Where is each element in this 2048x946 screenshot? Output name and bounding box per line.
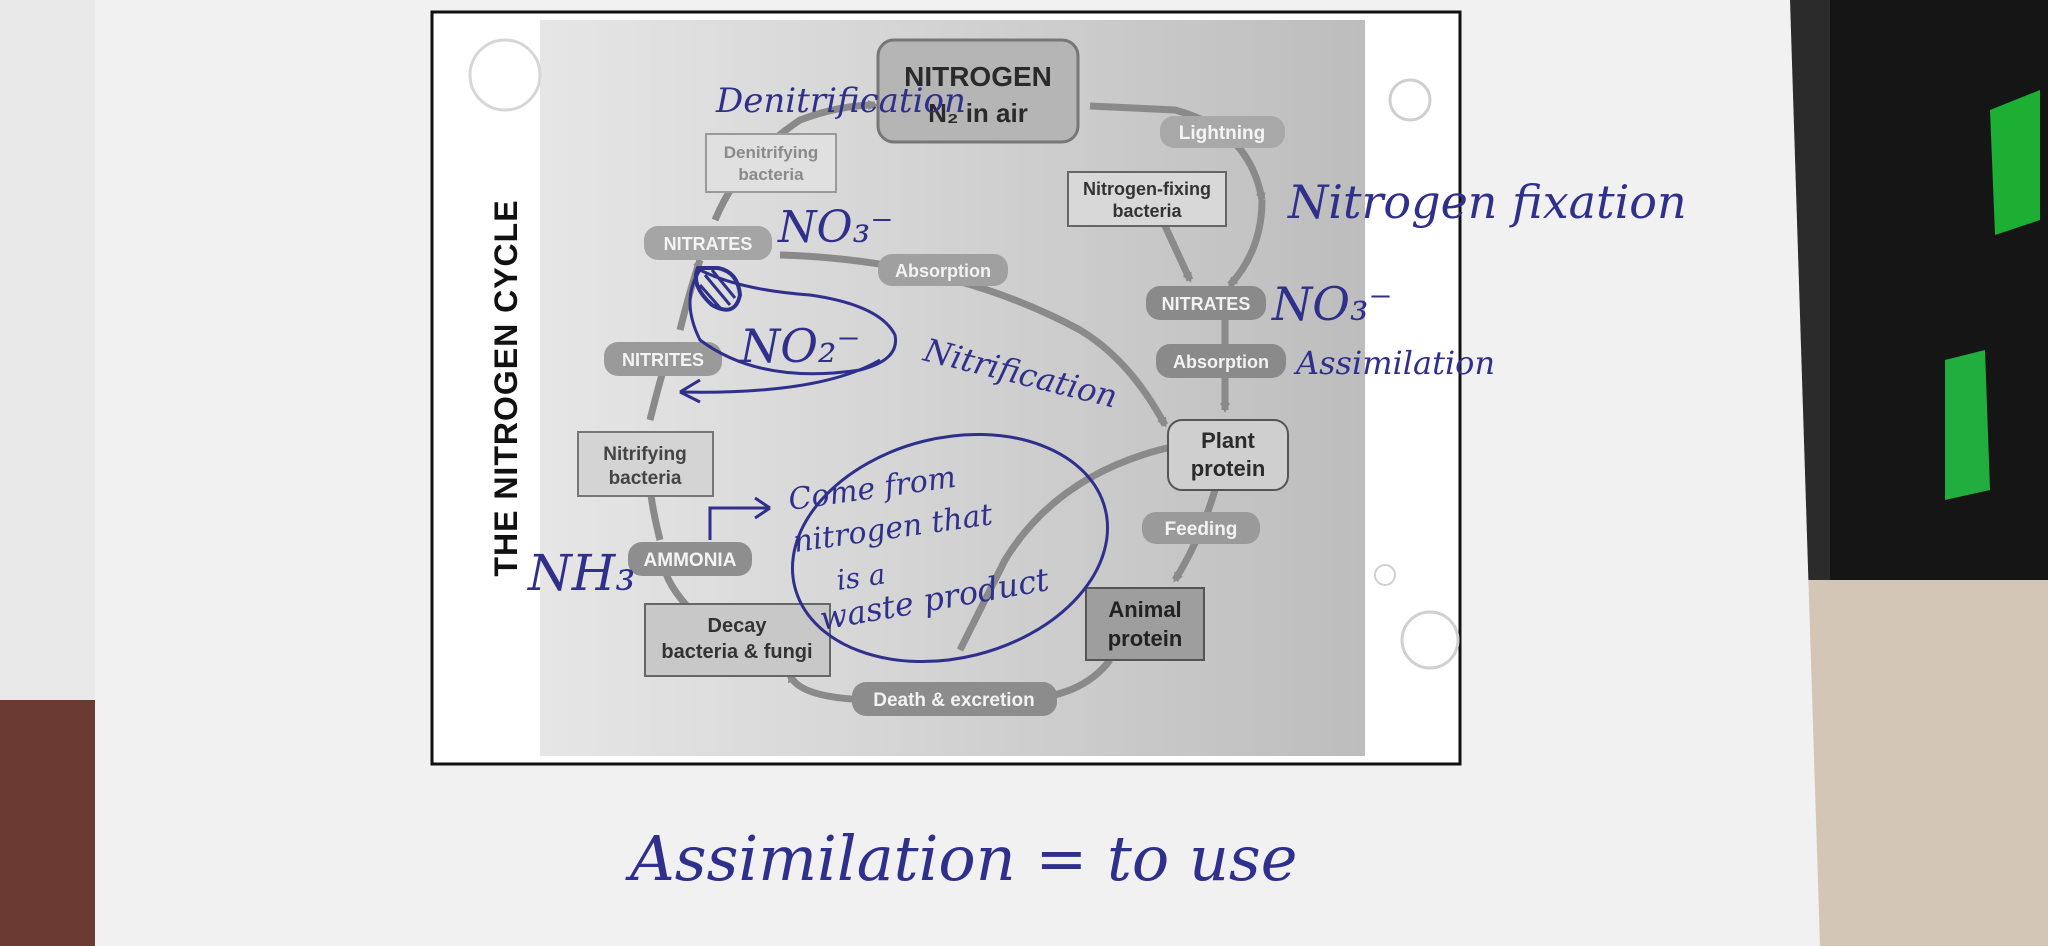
keyboard-dark	[1830, 0, 2048, 620]
note-denitrification: Denitrification	[715, 81, 966, 121]
decay-line1: Decay	[708, 615, 768, 637]
animal-protein-node: Animal protein	[1085, 587, 1205, 661]
nitrifying-line1: Nitrifying	[603, 444, 686, 465]
nitrifying-node: Nitrifying bacteria	[577, 431, 714, 497]
nitrates-left-node: NITRATES	[644, 226, 772, 260]
nitrites-label: NITRITES	[622, 350, 704, 370]
plant-protein-line2: protein	[1191, 456, 1266, 481]
drop-decoration	[468, 38, 542, 112]
nitrogen-title: NITROGEN	[904, 61, 1052, 92]
absorption-right-label: Absorption	[1173, 352, 1269, 372]
note-nh3: NH₃	[527, 544, 635, 602]
ammonia-label: AMMONIA	[644, 550, 737, 571]
diagram-title: THE NITROGEN CYCLE	[488, 199, 524, 576]
decay-node: Decay bacteria & fungi	[644, 603, 831, 677]
nitrogen-node: NITROGEN N₂ in air	[876, 38, 1080, 144]
plant-protein-line1: Plant	[1201, 428, 1255, 453]
nitrates-right-node: NITRATES	[1146, 286, 1266, 320]
note-no3-right: NO₃⁻	[1271, 277, 1393, 331]
note-nitrogen-fixation: Nitrogen fixation	[1287, 175, 1687, 229]
absorption-right-node: Absorption	[1156, 344, 1286, 378]
drop-decoration	[1374, 564, 1396, 586]
note-assimilation: Assimilation	[1293, 344, 1495, 382]
nitrogen-fixing-line1: Nitrogen-fixing	[1083, 179, 1211, 199]
nitrogen-subtitle: N₂ in air	[928, 98, 1028, 128]
lightning-node: Lightning	[1160, 116, 1285, 148]
feeding-node: Feeding	[1142, 512, 1260, 544]
feeding-label: Feeding	[1165, 519, 1238, 540]
animal-protein-line1: Animal	[1108, 597, 1181, 622]
ammonia-node: AMMONIA	[628, 542, 752, 576]
nitrates-right-label: NITRATES	[1162, 294, 1251, 314]
nitrites-node: NITRITES	[604, 342, 722, 376]
death-excretion-node: Death & excretion	[852, 682, 1057, 716]
nitrates-left-label: NITRATES	[664, 234, 753, 254]
denitrifying-line2: bacteria	[738, 165, 804, 184]
lightning-label: Lightning	[1179, 123, 1266, 144]
denitrifying-line1: Denitrifying	[724, 143, 818, 162]
decay-line2: bacteria & fungi	[661, 641, 812, 663]
drop-decoration	[1388, 78, 1432, 122]
plant-protein-node: Plant protein	[1167, 419, 1289, 491]
green-light-2	[1945, 350, 1990, 500]
denitrifying-node: Denitrifying bacteria	[705, 133, 837, 193]
nitrifying-line2: bacteria	[609, 468, 682, 489]
note-no2: NO₂⁻	[739, 319, 861, 373]
drop-decoration	[1400, 610, 1460, 670]
desk-right-floor	[1790, 580, 2048, 946]
note-bottom: Assimilation = to use	[625, 822, 1297, 895]
absorption-left-label: Absorption	[895, 261, 991, 281]
note-no3-left: NO₃⁻	[777, 202, 893, 253]
green-light	[1990, 90, 2040, 235]
animal-protein-line2: protein	[1108, 626, 1183, 651]
note-waste-line3: is a	[834, 557, 887, 596]
absorption-left-node: Absorption	[878, 254, 1008, 286]
death-excretion-label: Death & excretion	[873, 690, 1035, 711]
nitrogen-fixing-node: Nitrogen-fixing bacteria	[1067, 171, 1227, 227]
nitrogen-fixing-line2: bacteria	[1112, 201, 1182, 221]
